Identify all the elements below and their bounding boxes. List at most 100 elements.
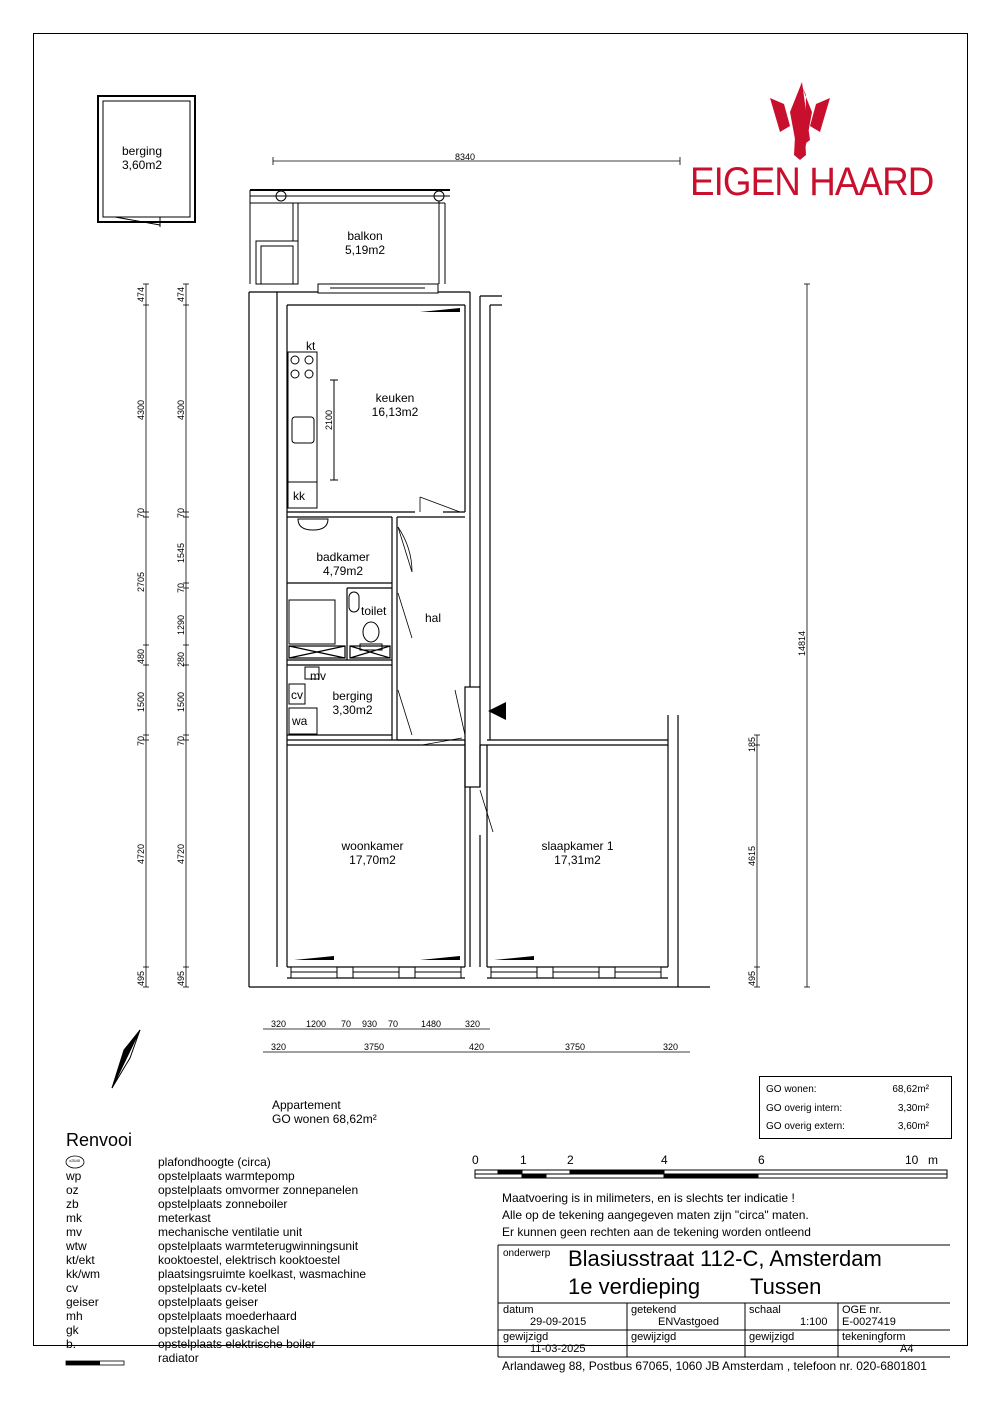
room-slaapkamer: slaapkamer 1 17,31m2 (535, 839, 620, 867)
dim-bottom (263, 1028, 690, 1053)
gewijzigd-value: 11-03-2025 (530, 1343, 586, 1355)
dim-label: 4300 (136, 399, 146, 420)
dim-label: 1545 (176, 542, 186, 563)
dim-label: 70 (136, 507, 146, 518)
legend-desc: radiator (158, 1351, 199, 1365)
cv-label: cv (291, 688, 303, 702)
scale-unit: m (928, 1153, 938, 1167)
balcony (249, 189, 450, 294)
schaal-value: 1:100 (800, 1316, 828, 1328)
storage-shed (97, 95, 196, 227)
legend-abbr: geiser (66, 1295, 99, 1309)
type-title: Tussen (750, 1274, 822, 1299)
scale-label: 2 (567, 1153, 574, 1167)
datum-value: 29-09-2015 (530, 1316, 587, 1328)
scale-label: 0 (472, 1153, 479, 1167)
appartement-label: Appartement (272, 1098, 341, 1112)
scale-bar (474, 1169, 948, 1179)
legend-abbr: b. (66, 1337, 77, 1351)
appartement-summary: Appartement GO wonen 68,62m² (272, 1098, 377, 1126)
go-label: GO overig extern: (766, 1121, 845, 1132)
footer-address: Arlandaweg 88, Postbus 67065, 1060 JB Am… (502, 1359, 927, 1373)
dim-label: 70 (176, 735, 186, 746)
dim-right (754, 283, 810, 988)
gewijzigd-label: gewijzigd (503, 1331, 549, 1343)
dim-top-value: 8340 (455, 152, 476, 162)
doors (397, 496, 494, 833)
logo-mark (770, 82, 830, 160)
dim-label: 280 (176, 651, 186, 667)
legend-abbr: mk (66, 1211, 82, 1225)
go-value: 68,62m² (892, 1084, 929, 1095)
legend-desc: opstelplaats geiser (158, 1295, 259, 1309)
legend-desc: opstelplaats moederhaard (158, 1309, 297, 1323)
room-area: 17,70m2 (349, 853, 396, 867)
dim-label: 70 (136, 735, 146, 746)
dim-label: 1500 (176, 691, 186, 712)
radiators (294, 308, 534, 960)
legend-desc: opstelplaats warmtepomp (158, 1169, 295, 1183)
room-name: slaapkamer 1 (541, 839, 614, 853)
room-balkon: balkon 5,19m2 (340, 229, 390, 257)
dim-label: 70 (176, 582, 186, 593)
dim-label: 4720 (176, 843, 186, 864)
mv-label: mv (310, 669, 326, 683)
dim-label: 185 (747, 736, 757, 752)
legend-desc: opstelplaats cv-ketel (158, 1281, 267, 1295)
dim-label: 4300 (176, 399, 186, 420)
legend-abbr: gk (66, 1323, 79, 1337)
room-area: 17,31m2 (554, 853, 601, 867)
dim-label: 320 (271, 1019, 287, 1029)
wa-label: wa (292, 714, 308, 728)
dim-label: 70 (341, 1019, 352, 1029)
room-badkamer: badkamer 4,79m2 (308, 550, 378, 578)
dim-label: 1200 (306, 1019, 327, 1029)
north-arrow (111, 1029, 141, 1089)
gewijzigd-label: gewijzigd (749, 1331, 795, 1343)
room-name: keuken (375, 391, 415, 405)
schaal-label: schaal (749, 1304, 781, 1316)
dim-label: 4720 (136, 843, 146, 864)
legend-desc: opstelplaats omvormer zonnepanelen (158, 1183, 359, 1197)
legend-desc: plaatsingsruimte koelkast, wasmachine (158, 1267, 367, 1281)
dim-label: 2705 (136, 571, 146, 592)
dim-label: 495 (747, 970, 757, 986)
dim-label: 320 (465, 1019, 481, 1029)
legend-abbr: oz (66, 1183, 79, 1197)
oge-value: E-0027419 (842, 1316, 896, 1328)
scale-label: 6 (758, 1153, 765, 1167)
dim-left (143, 283, 189, 988)
brand-logo-text: EIGEN HAARD (690, 160, 934, 204)
legend-desc: opstelplaats elektrische boiler (158, 1337, 316, 1351)
dim-keuken-inner: 2100 (324, 409, 334, 430)
dim-label: 1480 (421, 1019, 442, 1029)
go-value: 3,30m² (897, 1103, 929, 1114)
dim-right-total: 14814 (797, 630, 807, 656)
shed-label: berging 3,60m2 (112, 144, 172, 172)
room-berging: berging 3,30m2 (325, 689, 380, 717)
dim-label: 1500 (136, 691, 146, 712)
drawing-frame (33, 33, 968, 1346)
bath-fixtures (288, 518, 383, 735)
go-summary-box: GO wonen: 68,62m² GO overig intern: 3,30… (759, 1076, 952, 1139)
dim-label: 70 (388, 1019, 399, 1029)
oge-label: OGE nr. (842, 1304, 882, 1316)
legend-desc: meterkast (158, 1211, 211, 1225)
room-woonkamer: woonkamer 17,70m2 (335, 839, 410, 867)
gewijzigd-label: gewijzigd (631, 1331, 677, 1343)
dim-label: 495 (176, 970, 186, 986)
kk-label: kk (293, 489, 305, 503)
dim-top (272, 157, 681, 165)
walls (248, 291, 710, 988)
dim-label: 4615 (747, 845, 757, 866)
ceiling-height-symbol (65, 1155, 85, 1169)
note-line: Alle op de tekening aangegeven maten zij… (502, 1208, 809, 1222)
address-title: Blasiusstraat 112-C, Amsterdam (568, 1246, 882, 1271)
dim-label: 474 (176, 286, 186, 302)
dim-label: 495 (136, 970, 146, 986)
legend-abbr: mh (66, 1309, 83, 1323)
scale-label: 1 (520, 1153, 527, 1167)
appartement-go: GO wonen 68,62m² (272, 1112, 377, 1126)
onderwerp-label: onderwerp (503, 1248, 551, 1259)
